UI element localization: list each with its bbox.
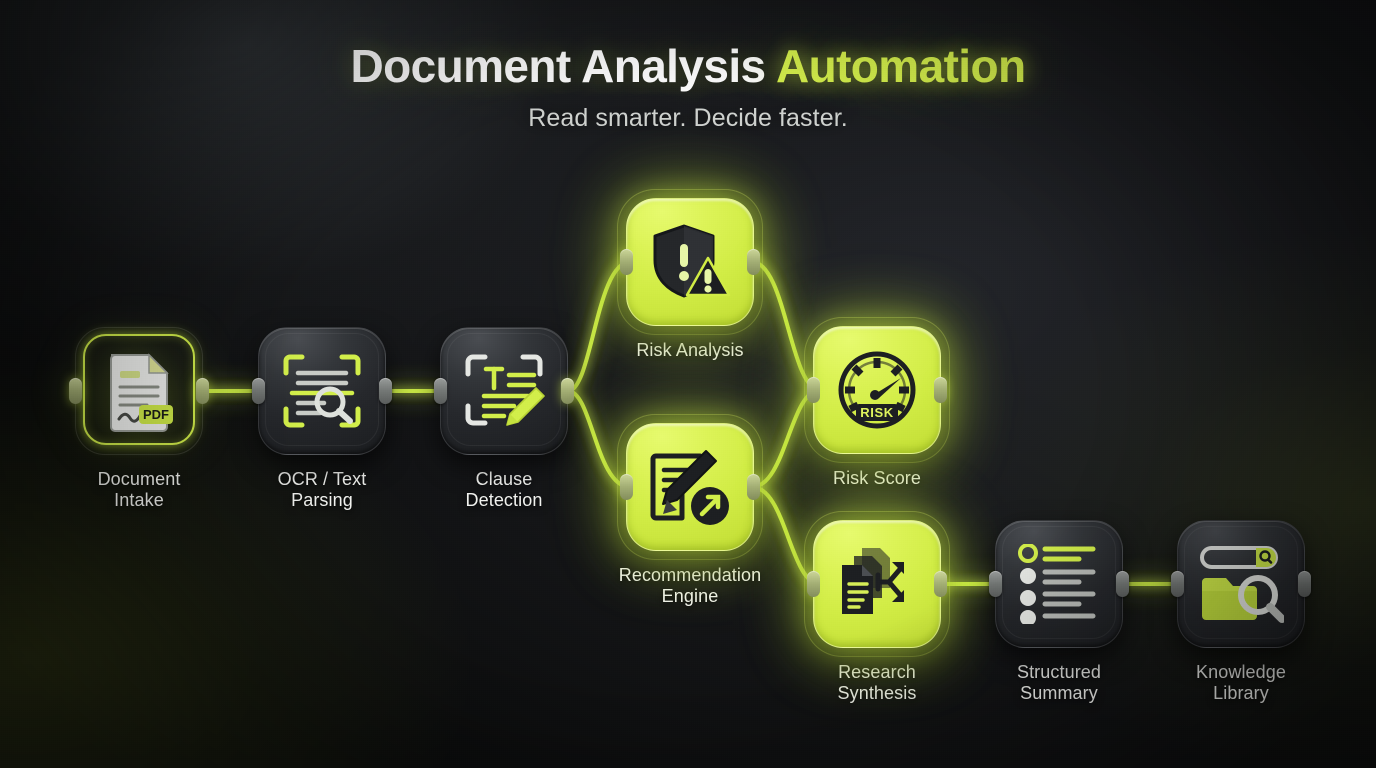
wire-risk-score bbox=[750, 260, 822, 392]
node-label: Risk Score bbox=[832, 468, 922, 488]
pdf-badge-text: PDF bbox=[143, 407, 169, 422]
node-label: Document Intake bbox=[97, 469, 181, 511]
header: Document Analysis Automation Read smarte… bbox=[0, 40, 1376, 133]
port-left bbox=[807, 571, 820, 597]
page-title: Document Analysis Automation bbox=[0, 40, 1376, 92]
node-label: Knowledge Library bbox=[1196, 662, 1286, 704]
page-title-accent: Automation bbox=[775, 40, 1026, 92]
note-pencil-arrow-icon bbox=[650, 450, 729, 525]
port-left bbox=[252, 378, 265, 404]
node-label: Recommendation Engine bbox=[618, 565, 762, 607]
node-structured-summary[interactable]: Structured Summary bbox=[989, 520, 1129, 704]
research-synthesis-card[interactable] bbox=[804, 511, 950, 657]
node-document-intake[interactable]: PDF Document Intake bbox=[69, 327, 209, 511]
text-scan-pencil-icon bbox=[465, 354, 545, 426]
risk-score-card[interactable]: RISK bbox=[804, 317, 950, 463]
node-label: OCR / Text Parsing bbox=[277, 469, 367, 511]
port-right bbox=[747, 474, 760, 500]
port-left bbox=[620, 474, 633, 500]
structured-summary-card[interactable] bbox=[989, 520, 1129, 648]
gauge-label-text: RISK bbox=[860, 405, 893, 420]
port-right bbox=[747, 249, 760, 275]
ocr-text-parsing-card[interactable] bbox=[252, 327, 392, 455]
port-right bbox=[561, 378, 574, 404]
risk-gauge-icon: RISK bbox=[838, 351, 916, 429]
node-knowledge-library[interactable]: Knowledge Library bbox=[1171, 520, 1311, 704]
node-label: Risk Analysis bbox=[636, 340, 744, 360]
node-label: Research Synthesis bbox=[837, 662, 917, 704]
knowledge-library-card[interactable] bbox=[1171, 520, 1311, 648]
node-clause-detection[interactable]: Clause Detection bbox=[434, 327, 574, 511]
node-label: Structured Summary bbox=[1016, 662, 1102, 704]
document-pdf-icon: PDF bbox=[110, 353, 173, 432]
pencil-glyph bbox=[506, 387, 545, 426]
shield-warning-icon bbox=[653, 224, 731, 298]
wire-clause-risk bbox=[566, 260, 632, 393]
bullet-list-icon bbox=[1018, 544, 1096, 624]
scan-magnifier-icon bbox=[283, 354, 361, 428]
port-right bbox=[934, 377, 947, 403]
port-right bbox=[379, 378, 392, 404]
clause-detection-card[interactable] bbox=[434, 327, 574, 455]
port-right bbox=[1298, 571, 1311, 597]
port-left bbox=[620, 249, 633, 275]
port-left bbox=[69, 378, 82, 404]
node-risk-score[interactable]: RISK Risk Score bbox=[804, 317, 950, 489]
node-label: Clause Detection bbox=[465, 469, 543, 511]
port-right bbox=[196, 378, 209, 404]
port-left bbox=[434, 378, 447, 404]
port-left bbox=[989, 571, 1002, 597]
port-left bbox=[1171, 571, 1184, 597]
node-recommendation-engine[interactable]: Recommendation Engine bbox=[617, 414, 763, 607]
page-title-main: Document Analysis bbox=[350, 40, 776, 92]
node-ocr-text-parsing[interactable]: OCR / Text Parsing bbox=[252, 327, 392, 511]
document-intake-card[interactable]: PDF bbox=[69, 327, 209, 455]
pencil-glyph bbox=[662, 450, 717, 514]
folder-search-icon bbox=[1200, 546, 1284, 623]
recommendation-engine-card[interactable] bbox=[617, 414, 763, 560]
documents-branch-icon bbox=[842, 548, 904, 614]
port-left bbox=[807, 377, 820, 403]
port-right bbox=[934, 571, 947, 597]
node-research-synthesis[interactable]: Research Synthesis bbox=[804, 511, 950, 704]
node-risk-analysis[interactable]: Risk Analysis bbox=[617, 189, 763, 361]
port-right bbox=[1116, 571, 1129, 597]
page-subtitle: Read smarter. Decide faster. bbox=[528, 103, 848, 132]
risk-analysis-card[interactable] bbox=[617, 189, 763, 335]
